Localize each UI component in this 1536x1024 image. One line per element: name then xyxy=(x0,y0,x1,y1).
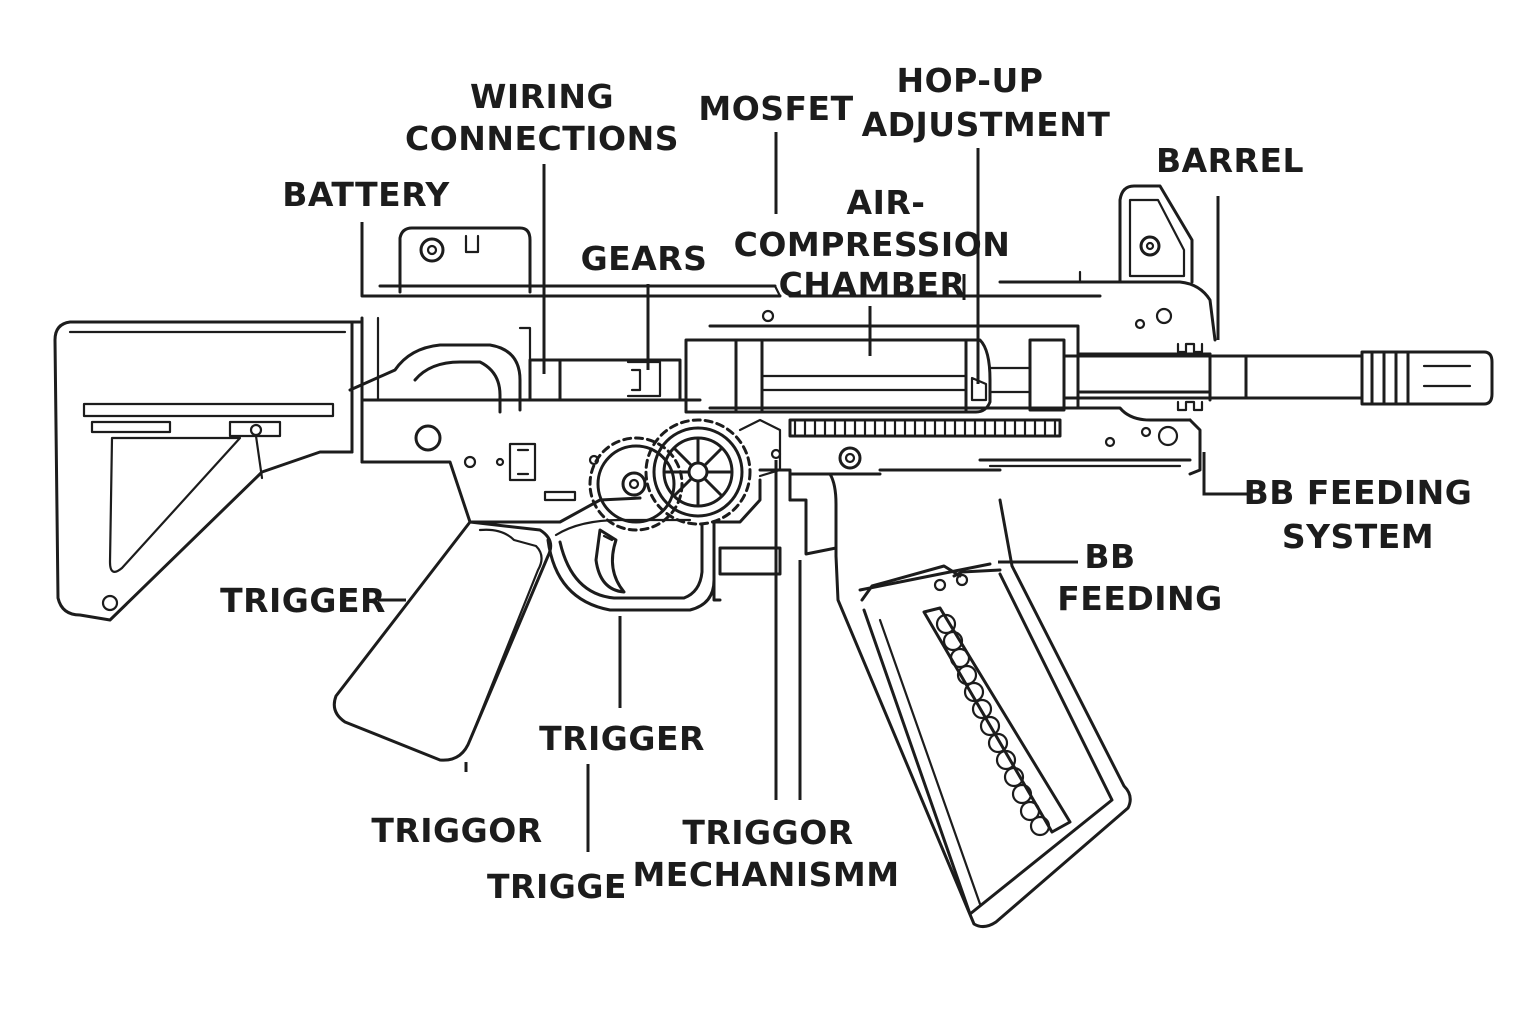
label-triggor-mechanism-line1: TRIGGOR xyxy=(682,813,853,852)
label-bb-feeding-line1: BB xyxy=(1084,537,1135,576)
label-air-line3: CHAMBER xyxy=(779,265,966,304)
label-barrel: BARREL xyxy=(1156,141,1304,180)
label-wiring-line2: CONNECTIONS xyxy=(405,119,679,158)
label-air-line1: AIR- xyxy=(847,183,926,222)
leader-lines xyxy=(360,132,1250,852)
label-air-line2: COMPRESSION xyxy=(734,225,1011,264)
label-trigge: TRIGGE xyxy=(487,867,627,906)
label-trigger-left: TRIGGER xyxy=(220,581,386,620)
label-wiring-line1: WIRING xyxy=(470,77,614,116)
label-hopup-line2: ADJUSTMENT xyxy=(862,105,1111,144)
stock xyxy=(53,316,364,622)
internal-components xyxy=(528,324,1192,438)
barrel xyxy=(1062,350,1494,406)
gears xyxy=(588,418,752,532)
grip-and-trigger xyxy=(332,418,782,762)
label-hopup-line1: HOP-UP xyxy=(897,61,1044,100)
label-bb-feeding-system-line1: BB FEEDING xyxy=(1244,473,1473,512)
label-triggor-mechanism-line2: MECHANISMM xyxy=(632,855,899,894)
handguard xyxy=(978,184,1212,476)
label-mosfet: MOSFET xyxy=(698,89,853,128)
magazine xyxy=(758,446,1132,929)
label-trigger-center: TRIGGER xyxy=(539,719,705,758)
labels: WIRING CONNECTIONS MOSFET HOP-UP ADJUSTM… xyxy=(220,61,1472,906)
label-gears: GEARS xyxy=(581,239,708,278)
label-bb-feeding-system-line2: SYSTEM xyxy=(1282,517,1434,556)
label-battery: BATTERY xyxy=(282,175,450,214)
label-triggor-left: TRIGGOR xyxy=(371,811,542,850)
label-bb-feeding-line2: FEEDING xyxy=(1057,579,1223,618)
